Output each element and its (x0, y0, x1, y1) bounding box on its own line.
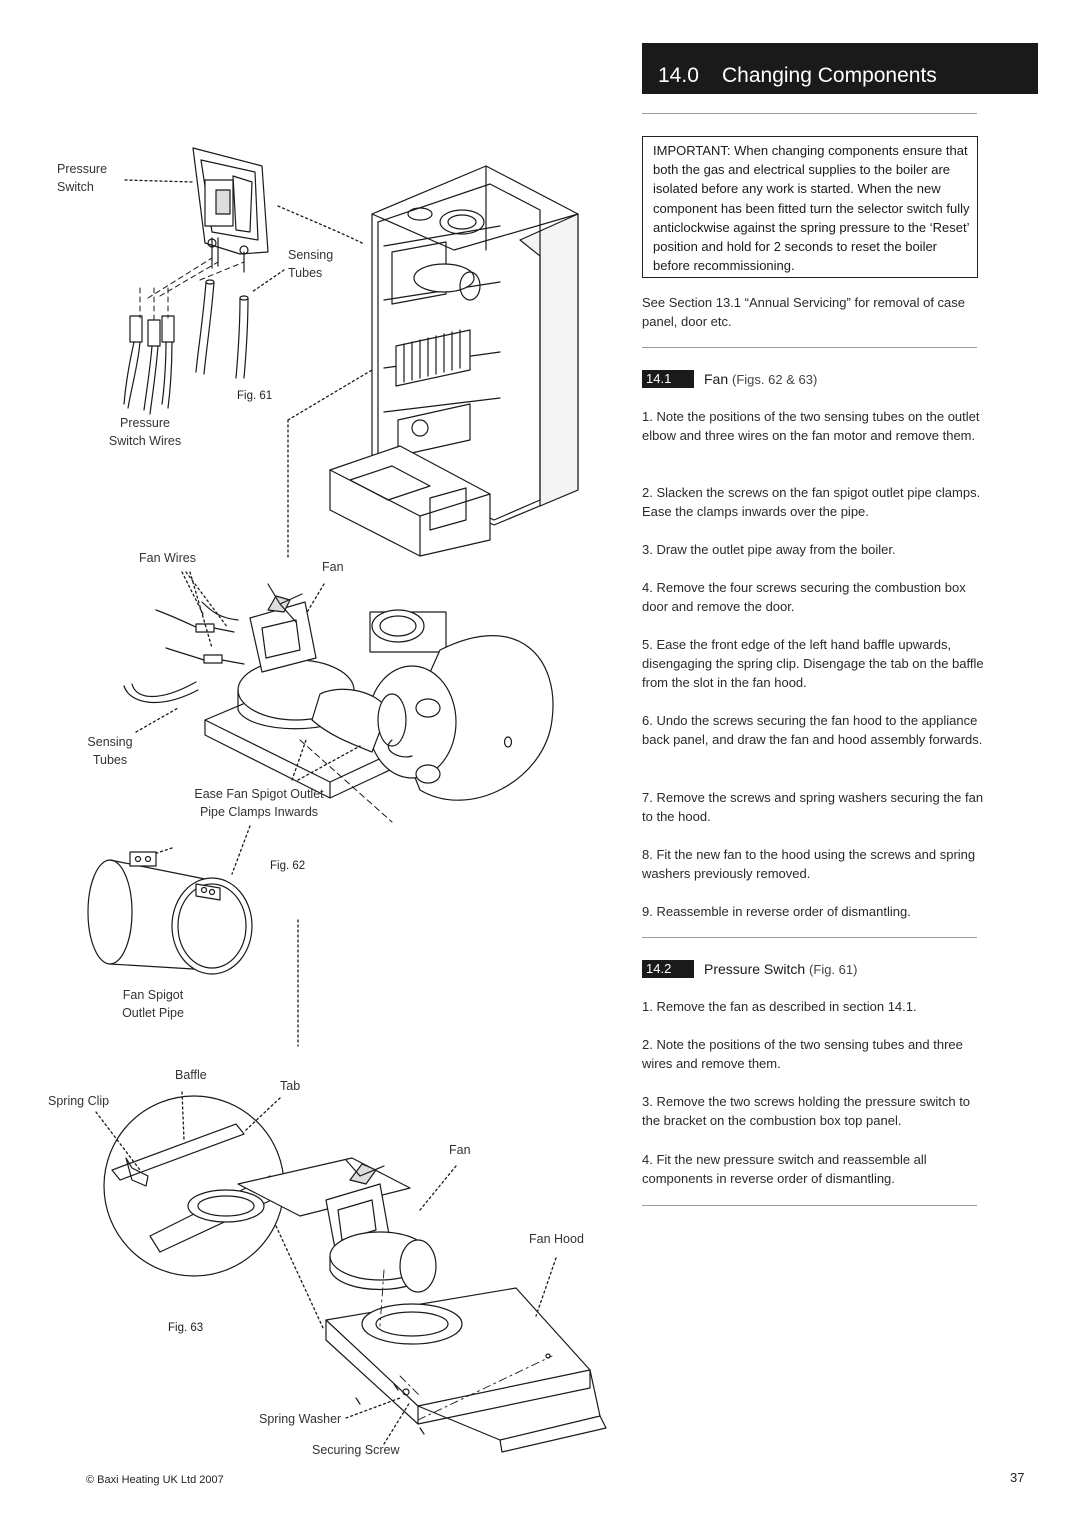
intro-paragraph: See Section 13.1 “Annual Servicing” for … (642, 295, 966, 330)
label-pressure-switch: Pressure Switch (57, 160, 107, 196)
fig63-leader-lines (95, 1091, 557, 1445)
section-14-1-ref: (Figs. 62 & 63) (732, 372, 818, 387)
baffle-detail-circle (103, 1095, 285, 1277)
figure-caption-fig63: Fig. 63 (168, 1322, 204, 1334)
fig62-leader-lines (135, 571, 361, 1047)
section-number: 14.0 (658, 64, 699, 87)
label-line: Pressure (57, 162, 108, 176)
fan-step-4: 4. Remove the four screws securing the c… (642, 580, 966, 615)
figure-caption-fig61: Fig. 61 (237, 390, 273, 402)
page-number: 37 (1010, 1470, 1025, 1485)
pressure-switch-step-4: 4. Fit the new pressure switch and reass… (642, 1152, 927, 1187)
fan-step-7: 7. Remove the screws and spring washers … (642, 790, 984, 825)
label-fan-hood: Fan Hood (529, 1232, 584, 1246)
section-14-2-badge: 14.2 (642, 960, 694, 978)
fan-step-5: 5. Ease the front edge of the left hand … (642, 637, 984, 691)
section-title: Changing Components (722, 64, 937, 87)
fan-wires-drawing (123, 601, 245, 704)
label-line: Tubes (288, 266, 323, 280)
pressure-switch-drawing (192, 147, 269, 273)
label-line: Sensing (87, 735, 133, 749)
fig61-leader-lines (124, 179, 373, 561)
label-line: Fan Spigot (122, 988, 184, 1002)
divider (642, 1205, 977, 1206)
boiler-drawing (329, 165, 579, 557)
footer-copyright: © Baxi Heating UK Ltd 2007 (86, 1474, 224, 1486)
label-line: Ease Fan Spigot Outlet (194, 787, 324, 801)
section-14-1-badge: 14.1 (642, 370, 694, 388)
divider (642, 937, 977, 938)
label-ease-fan-spigot: Ease Fan Spigot Outlet Pipe Clamps Inwar… (188, 785, 330, 821)
fan-step-1: 1. Note the positions of the two sensing… (642, 409, 980, 444)
label-securing-screw: Securing Screw (312, 1443, 400, 1457)
pressure-switch-step-2: 2. Note the positions of the two sensing… (642, 1037, 963, 1072)
fan-hood-drawing (325, 1287, 607, 1453)
label-sensing-tubes-fig61: Sensing Tubes (288, 246, 333, 282)
fan-step-9: 9. Reassemble in reverse order of disman… (642, 904, 911, 919)
label-line: Outlet Pipe (122, 1006, 184, 1020)
figure-caption-fig62: Fig. 62 (270, 860, 306, 872)
divider (642, 113, 977, 114)
pressure-switch-wires (123, 315, 175, 415)
fig62-dashed-guides (299, 739, 393, 823)
label-tab: Tab (280, 1079, 301, 1093)
label-line: Sensing (288, 248, 334, 262)
pressure-switch-step-1: 1. Remove the fan as described in sectio… (642, 999, 917, 1014)
fan-step-3: 3. Draw the outlet pipe away from the bo… (642, 542, 896, 557)
divider (642, 347, 977, 348)
section-14-2-heading: Pressure Switch (Fig. 61) (704, 960, 857, 979)
label-pressure-switch-wires: Pressure Switch Wires (100, 414, 190, 450)
fan-step-6: 6. Undo the screws securing the fan hood… (642, 713, 983, 748)
label-fan-wires: Fan Wires (139, 551, 196, 565)
section-14-1-heading: Fan (Figs. 62 & 63) (704, 370, 817, 389)
label-line: Pressure (119, 416, 171, 430)
section-14-1-title: Fan (704, 371, 729, 387)
label-fan-fig62: Fan (322, 560, 344, 574)
label-line: Pipe Clamps Inwards (199, 805, 319, 819)
label-sensing-tubes-fig62: Sensing Tubes (82, 733, 138, 769)
fig63-fan-drawing (325, 1159, 437, 1293)
label-spring-washer: Spring Washer (259, 1412, 342, 1426)
section-header-bar: 14.0 Changing Components (642, 43, 1038, 94)
label-fan-spigot-outlet-pipe: Fan Spigot Outlet Pipe (112, 986, 194, 1022)
section-14-2-title: Pressure Switch (704, 961, 806, 977)
fig63-dashed-guides (379, 1269, 553, 1421)
fan-spigot-outlet-pipe-drawing (87, 851, 253, 975)
fan-assembly-drawing (204, 583, 554, 801)
pressure-switch-step-3: 3. Remove the two screws holding the pre… (642, 1094, 971, 1129)
fan-step-8: 8. Fit the new fan to the hood using the… (642, 847, 976, 882)
sensing-tubes-fig61 (195, 279, 249, 379)
label-line: Switch (57, 180, 94, 194)
fig61-dashed-guides (139, 257, 245, 321)
label-baffle: Baffle (175, 1068, 207, 1082)
label-spring-clip: Spring Clip (48, 1094, 110, 1108)
label-line: Tubes (92, 753, 128, 767)
label-fan-fig63: Fan (449, 1143, 471, 1157)
section-14-2-ref: (Fig. 61) (809, 962, 858, 977)
important-note-box: IMPORTANT: When changing components ensu… (642, 136, 978, 278)
fan-step-2: 2. Slacken the screws on the fan spigot … (642, 485, 981, 520)
label-line: Switch Wires (108, 434, 182, 448)
